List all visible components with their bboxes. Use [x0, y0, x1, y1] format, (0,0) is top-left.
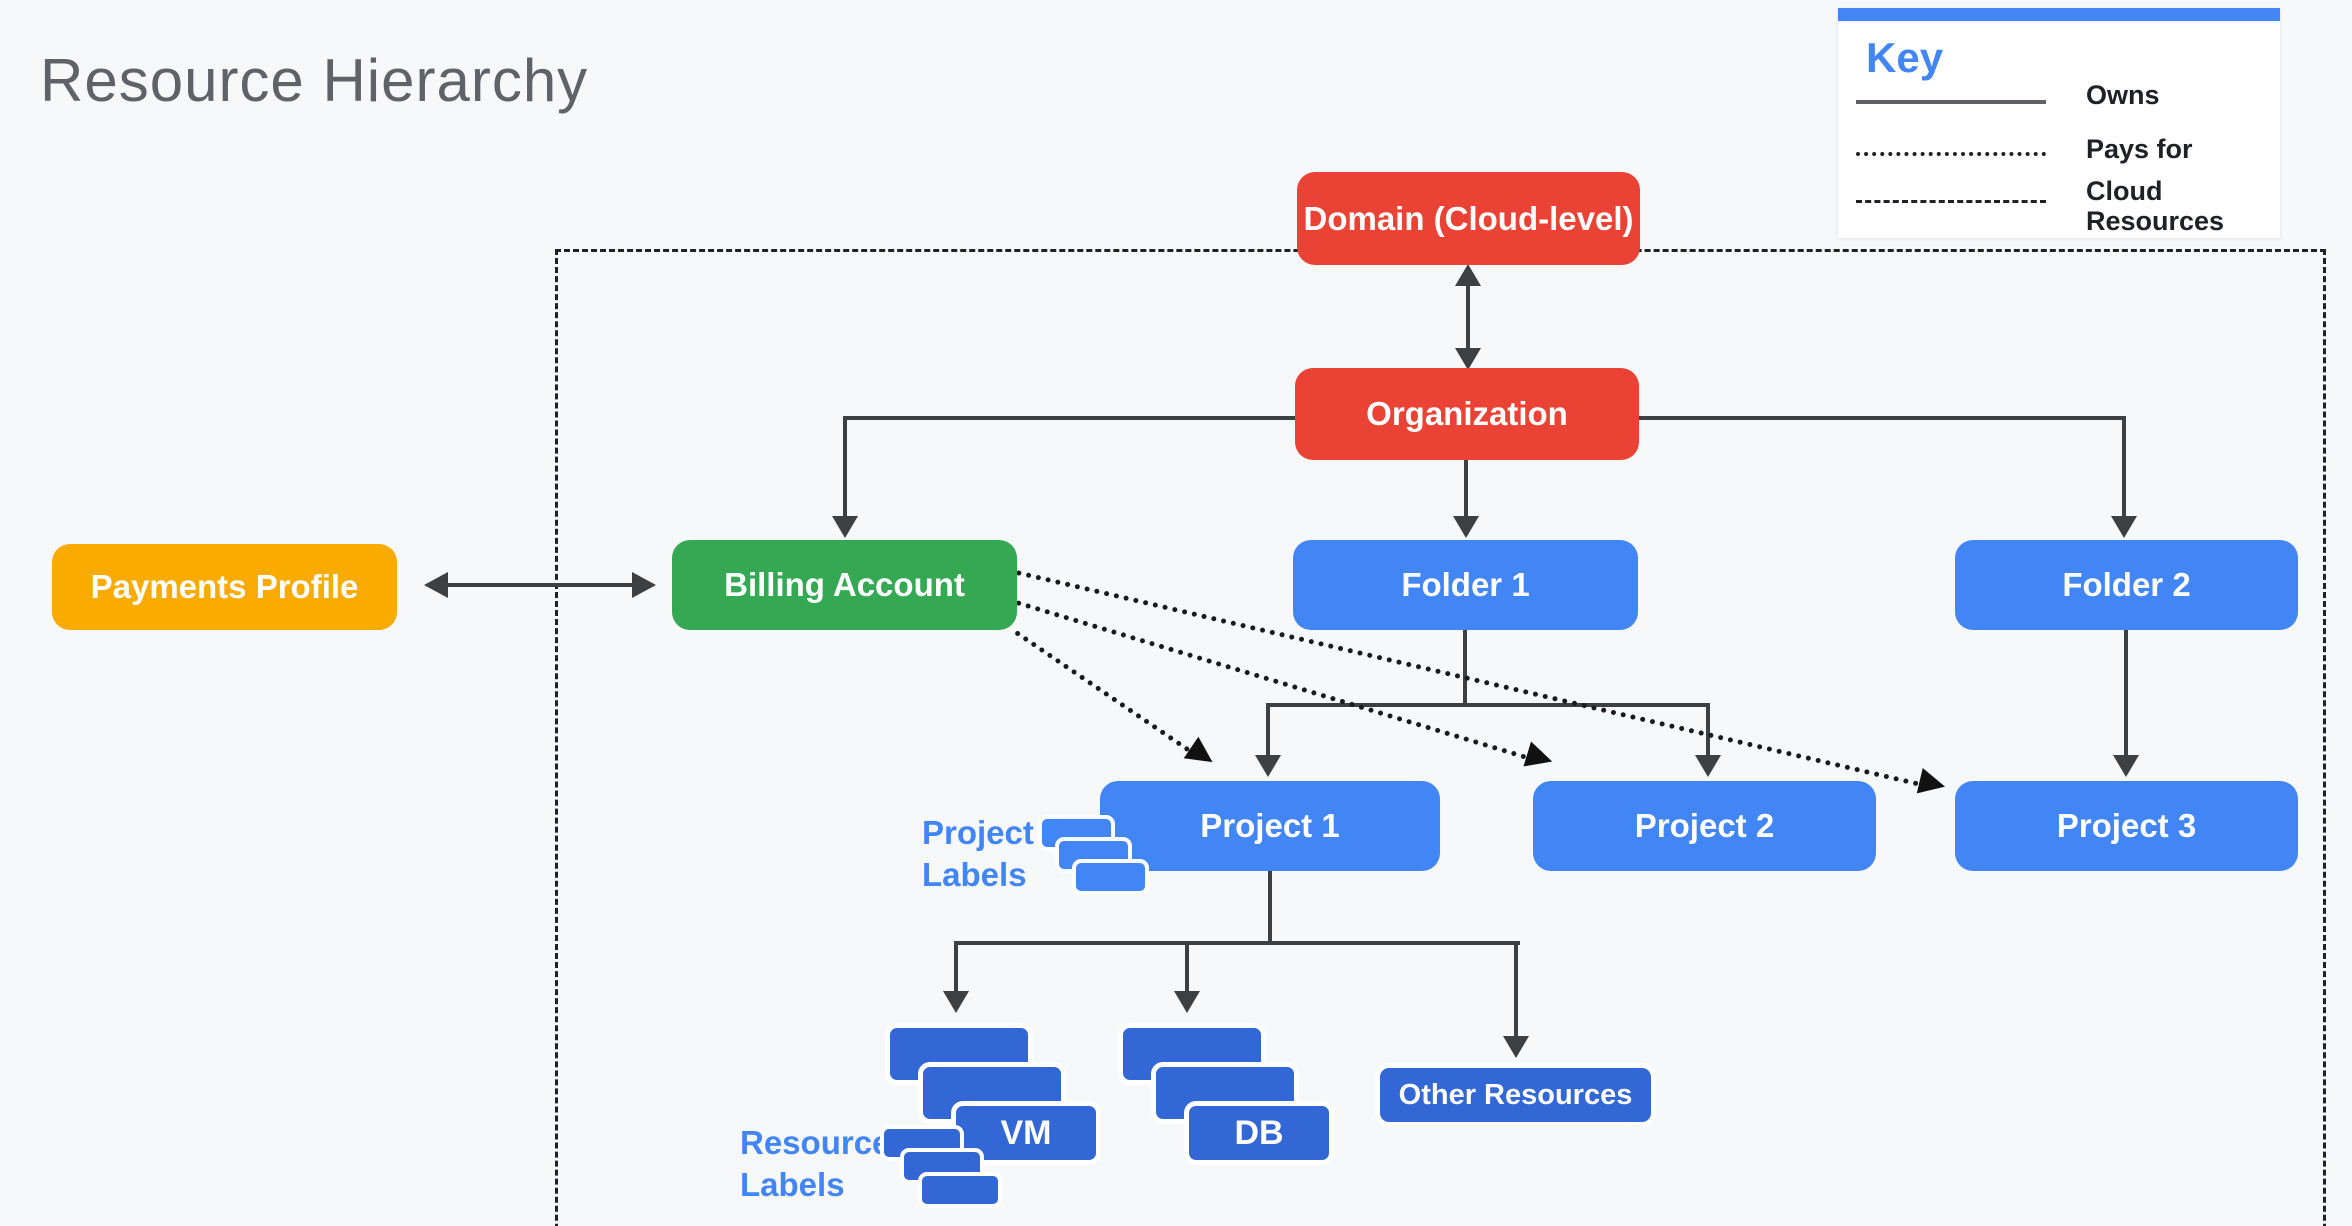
edge-organization-billing-vertical	[843, 416, 847, 518]
node-payments-profile: Payments Profile	[52, 544, 397, 630]
edge-domain-organization	[1466, 284, 1470, 350]
edge-project1-branch-bar	[954, 941, 1520, 945]
edge-folder1-branch-bar	[1266, 703, 1710, 707]
legend-label-pays-for: Pays for	[2086, 134, 2193, 164]
arrowhead-to-organization	[1455, 348, 1481, 370]
node-organization: Organization	[1295, 368, 1639, 460]
edge-organization-billing-horizontal	[843, 416, 1295, 420]
arrowhead-to-project2	[1695, 755, 1721, 777]
resource-labels-line2: Labels	[740, 1166, 845, 1203]
arrowhead-to-project3	[2113, 755, 2139, 777]
legend-dashed-line-sample	[1856, 200, 2046, 203]
legend-title: Key	[1866, 34, 1944, 81]
resource-labels-line1: Resource	[740, 1124, 891, 1161]
edge-folder1-riser	[1463, 630, 1467, 707]
edge-payments-billing	[446, 583, 634, 587]
project-label-card	[1072, 859, 1149, 895]
node-project-1: Project 1	[1100, 781, 1440, 871]
project-labels-line2: Labels	[922, 856, 1027, 893]
legend-label-cloud-resources: Cloud Resources	[2086, 176, 2225, 236]
edge-project1-vm-drop	[954, 943, 958, 993]
arrowhead-to-db	[1174, 991, 1200, 1013]
edge-organization-folder2-horizontal	[1639, 416, 2126, 420]
legend-dotted-line-sample	[1856, 152, 2046, 156]
vm-stack-card-front: VM	[951, 1101, 1101, 1165]
node-billing-account: Billing Account	[672, 540, 1017, 630]
edge-folder1-project2-drop	[1706, 703, 1710, 757]
node-other-resources: Other Resources	[1375, 1063, 1656, 1127]
edge-organization-folder1	[1464, 460, 1468, 518]
db-stack-card-front: DB	[1184, 1101, 1334, 1165]
node-project-3: Project 3	[1955, 781, 2298, 871]
node-folder-2: Folder 2	[1955, 540, 2298, 630]
node-folder-1: Folder 1	[1293, 540, 1638, 630]
legend-header-bar	[1838, 8, 2280, 21]
arrowhead-to-domain	[1455, 264, 1481, 286]
arrowhead-to-folder2	[2111, 516, 2137, 538]
resource-labels-annotation: Resource Labels	[740, 1122, 890, 1206]
arrowhead-to-vm	[943, 991, 969, 1013]
legend-solid-line-sample	[1856, 100, 2046, 104]
node-project-2: Project 2	[1533, 781, 1876, 871]
edge-project1-db-drop	[1185, 943, 1189, 993]
arrowhead-to-billing	[632, 572, 656, 598]
page-title: Resource Hierarchy	[40, 47, 589, 114]
legend-box: Key Owns Pays for Cloud Resources	[1838, 8, 2280, 238]
arrowhead-to-folder1	[1453, 516, 1479, 538]
project-labels-line1: Project	[922, 814, 1034, 851]
resource-label-card	[918, 1172, 1002, 1208]
edge-organization-folder2-vertical	[2122, 416, 2126, 518]
legend-label-owns: Owns	[2086, 80, 2160, 110]
db-stack-card	[1151, 1062, 1299, 1124]
edge-folder1-project1-drop	[1266, 703, 1270, 757]
node-domain: Domain (Cloud-level)	[1297, 172, 1640, 265]
project-labels-annotation: Project Labels	[922, 812, 1034, 896]
arrowhead-to-payments	[424, 572, 448, 598]
edge-folder2-project3	[2124, 630, 2128, 757]
edge-project1-riser	[1268, 871, 1272, 943]
arrowhead-to-billing-top	[832, 516, 858, 538]
arrowhead-to-project1	[1255, 755, 1281, 777]
arrowhead-to-other-resources	[1503, 1036, 1529, 1058]
edge-project1-other-drop	[1514, 943, 1518, 1038]
